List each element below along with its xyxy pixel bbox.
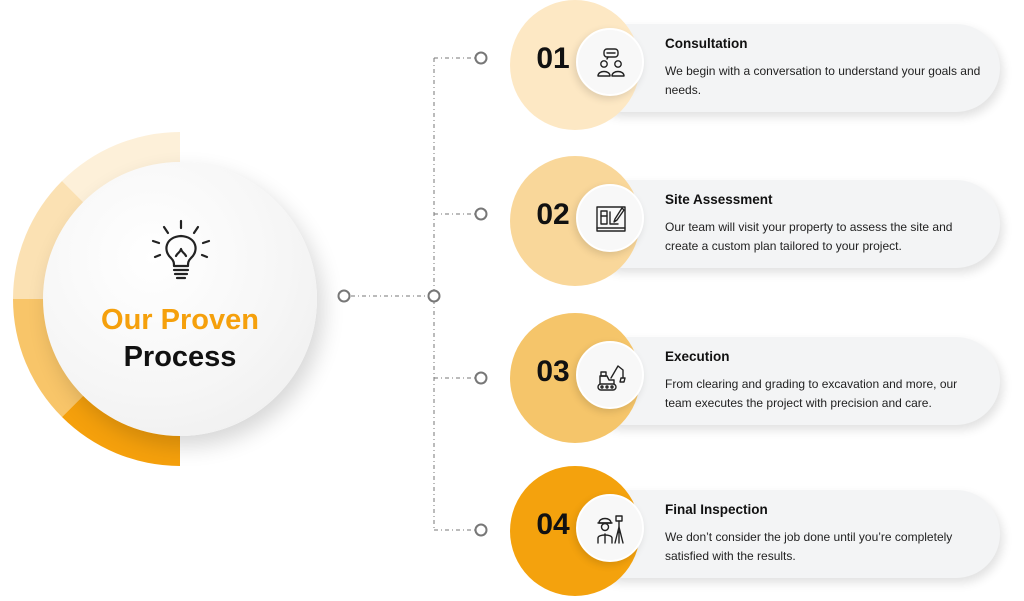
step-3: 03 Execution From clearing and grading t… (510, 313, 1010, 443)
step-card (578, 180, 1000, 268)
step-icon-disc (576, 184, 644, 252)
step-description: We don’t consider the job done until you… (665, 530, 953, 563)
step-description: Our team will visit your property to ass… (665, 220, 953, 253)
step-card (578, 490, 1000, 578)
step-number: 04 (536, 508, 570, 541)
center-title-line2: Process (123, 341, 237, 373)
step-1: 01 Consultation We begin with a conversa… (510, 0, 1010, 130)
step-description: From clearing and grading to excavation … (665, 377, 958, 410)
connector-node-center (337, 289, 351, 303)
step-number: 01 (536, 42, 570, 75)
connector-node-junction (427, 289, 441, 303)
connector-node-4 (474, 523, 488, 537)
step-4: 04 Final Inspection We don’t consider th… (510, 466, 1010, 596)
step-title: Site Assessment (665, 192, 773, 207)
ring-segment-3 (13, 299, 85, 417)
consultation-people-icon (597, 48, 625, 77)
step-icon-disc (576, 28, 644, 96)
lightbulb-icon (151, 219, 211, 280)
step-title: Execution (665, 349, 730, 364)
step-card (578, 24, 1000, 112)
step-icon-disc (576, 494, 644, 562)
step-number: 02 (536, 198, 570, 231)
connector-node-2 (474, 207, 488, 221)
ring-segment-4 (62, 394, 180, 466)
step-icon-disc (576, 341, 644, 409)
inspector-survey-icon (597, 515, 624, 544)
ring-segment-1 (62, 132, 180, 204)
step-title: Consultation (665, 36, 748, 51)
step-card (578, 337, 1000, 425)
connector-node-1 (474, 51, 488, 65)
center-disc (43, 162, 317, 436)
step-title: Final Inspection (665, 502, 768, 517)
step-description: We begin with a conversation to understa… (665, 64, 981, 97)
blueprint-plan-icon (596, 206, 626, 232)
ring-segment-2 (13, 181, 85, 299)
center-title-line1: Our Proven (101, 304, 259, 336)
connector-node-3 (474, 371, 488, 385)
step-number: 03 (536, 355, 570, 388)
excavator-icon (597, 365, 626, 391)
step-2: 02 Site Assessment Our team will visit y… (510, 156, 1010, 286)
